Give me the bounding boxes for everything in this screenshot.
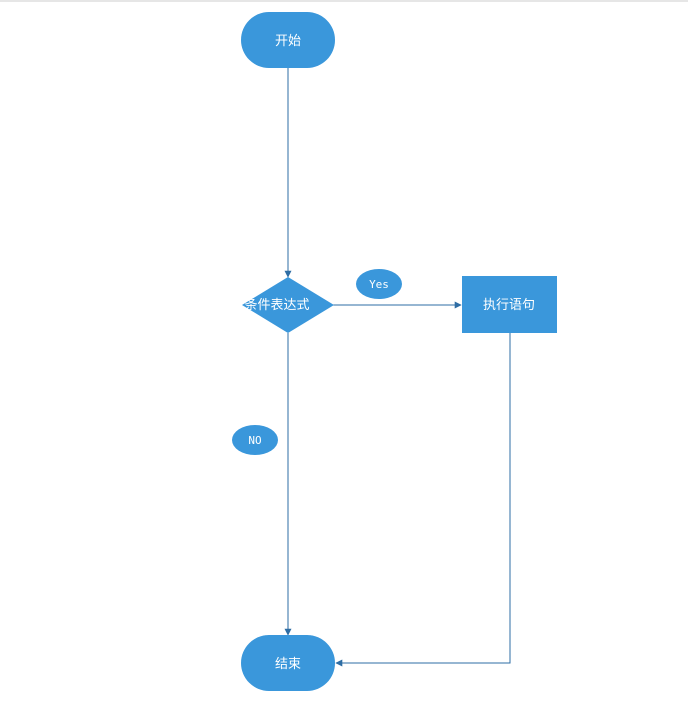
condition-label: 条件表达式	[244, 297, 309, 313]
end-label: 结束	[275, 657, 301, 672]
yes-label-text: Yes	[369, 278, 389, 291]
start-label: 开始	[275, 34, 301, 49]
yes-edge-label: Yes	[356, 269, 402, 299]
action-node[interactable]: 执行语句	[462, 276, 557, 333]
no-label-text: NO	[248, 434, 261, 447]
start-node[interactable]: 开始	[241, 12, 335, 68]
no-edge-label: NO	[232, 425, 278, 455]
end-node[interactable]: 结束	[241, 635, 335, 691]
condition-node[interactable]: 条件表达式	[242, 277, 334, 333]
edge-action-to-end	[335, 333, 511, 667]
top-border	[0, 0, 688, 2]
action-label: 执行语句	[483, 298, 535, 313]
